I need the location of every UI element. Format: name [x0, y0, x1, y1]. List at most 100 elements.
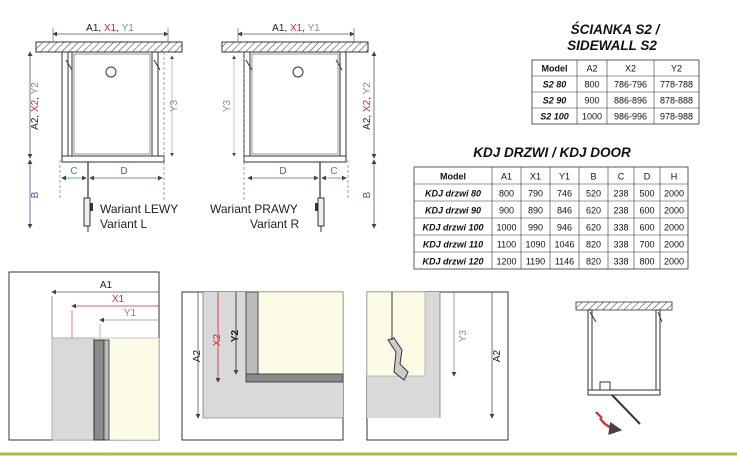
sidewall-cell: 786-796 [614, 80, 647, 90]
c-label-left: C [70, 166, 77, 177]
door-cell: KDJ drzwi 80 [425, 189, 481, 199]
sidewall-cell: 900 [584, 96, 599, 106]
b-label-right: B [362, 191, 373, 198]
sidewall-cell: S2 90 [543, 96, 567, 106]
d-label-left: D [120, 166, 127, 177]
sidewall-header-cell: Y2 [671, 64, 682, 74]
detail3-a2: A2 [492, 349, 503, 362]
door-cell: 338 [613, 240, 628, 250]
door-cell: 1090 [525, 240, 545, 250]
door-cell: 600 [639, 223, 654, 233]
sidewall-cell: 800 [584, 80, 599, 90]
door-cell: 2000 [664, 206, 684, 216]
detail1-y1: Y1 [124, 308, 137, 319]
detail2-x2: X2 [212, 333, 223, 346]
sidewall-cell: 986-996 [614, 112, 647, 122]
top-dims-right: A1, X1, Y1 [272, 23, 320, 34]
door-cell: 800 [639, 257, 654, 267]
door-section: KDJ DRZWI / KDJ DOOR Model A1 X1 Y1 B C D H KDJ … [413, 145, 689, 270]
wall-hatch [35, 41, 183, 53]
door-cell: 2000 [664, 223, 684, 233]
door-header-cell: D [644, 172, 651, 182]
door-cell: KDJ drzwi 100 [422, 223, 483, 233]
variant-left-drawing: A1, X1, Y1 A2, X2, Y2 Y3 B C D [27, 23, 183, 232]
door-title: KDJ DRZWI / KDJ DOOR [473, 145, 631, 160]
door-cell: 1190 [526, 257, 545, 267]
y3-label-left: Y3 [169, 99, 180, 112]
door-header-cell: Y1 [559, 172, 570, 182]
d-label-right: D [279, 166, 286, 177]
detail-y3-a2: Y3 A2 [366, 291, 509, 441]
door-cell: 946 [557, 223, 572, 233]
door-cell: 900 [499, 206, 514, 216]
detail1-x1: X1 [112, 294, 125, 305]
door-cell: 338 [613, 257, 628, 267]
door-table: Model A1 X1 Y1 B C D H KDJ drzwi 80 800 790 746 520 2… [413, 166, 689, 270]
door-cell: 238 [613, 189, 628, 199]
door-header-cell: C [618, 172, 625, 182]
door-cell: 2000 [664, 257, 684, 267]
side-dims-right: A2, X2, Y2 [362, 82, 373, 130]
sidewall-section: ŚCIANKA S2 / SIDEWALL S2 Model A2 X2 Y2 S2 8… [531, 22, 700, 125]
detail-a2-x2-y2: A2 X2 Y2 [181, 291, 344, 441]
sidewall-cell: S2 100 [540, 112, 569, 122]
sidewall-header-cell: A2 [586, 64, 597, 74]
door-cell: 790 [528, 189, 543, 199]
door-cell: 500 [639, 189, 654, 199]
variant-left-caption-1: Wariant LEWY [100, 202, 178, 216]
variant-left-caption-2: Variant L [100, 217, 147, 231]
door-header-cell: B [590, 172, 596, 182]
door-cell: 338 [613, 223, 628, 233]
door-cell: 700 [639, 240, 654, 250]
detail-a1-x1-y1: A1 X1 Y1 [8, 271, 160, 441]
variant-right-drawing: A1, X1, Y1 Y3 A2, X2, Y2 B D C Wariant P… [210, 23, 377, 232]
door-cell: 620 [586, 223, 601, 233]
sidewall-header-cell: X2 [625, 64, 636, 74]
door-cell: 820 [586, 240, 601, 250]
drain-icon [105, 66, 117, 78]
door-header-cell: X1 [530, 172, 541, 182]
door-cell: 990 [528, 223, 543, 233]
sidewall-title-1: ŚCIANKA S2 / [571, 22, 661, 37]
door-cell: 2000 [664, 189, 684, 199]
sidewall-title-2: SIDEWALL S2 [567, 38, 657, 53]
door-cell: 1200 [496, 257, 516, 267]
c-label-right: C [330, 166, 337, 177]
detail2-y2: Y2 [230, 329, 241, 342]
detail1-a1: A1 [100, 280, 113, 291]
door-cell: 600 [639, 206, 654, 216]
y3-label-right: Y3 [222, 99, 233, 112]
sidewall-cell: S2 80 [543, 80, 567, 90]
door-cell: 800 [499, 189, 514, 199]
door-cell: 238 [613, 206, 628, 216]
door-cell: KDJ drzwi 120 [422, 257, 483, 267]
sidewall-table: Model A2 X2 Y2 S2 80 800 786-796 778-788 S2 90 90… [531, 59, 700, 125]
drain-icon [292, 66, 304, 78]
door-cell: 746 [557, 189, 572, 199]
detail2-a2: A2 [192, 349, 203, 362]
door-cell: KDJ drzwi 110 [423, 240, 483, 250]
door-header-cell: H [671, 172, 678, 182]
door-cell: 1100 [497, 240, 516, 250]
top-dims-left: A1, X1, Y1 [86, 23, 134, 34]
detail3-y3: Y3 [458, 329, 469, 342]
door-cell: KDJ drzwi 90 [425, 206, 481, 216]
sidewall-cell: 978-988 [660, 112, 693, 122]
sidewall-header-cell: Model [542, 64, 568, 74]
door-header-cell: A1 [501, 172, 512, 182]
door-swing-sketch [575, 301, 673, 435]
door-cell: 820 [586, 257, 601, 267]
door-cell: 520 [586, 189, 601, 199]
door-cell: 846 [557, 206, 572, 216]
door-cell: 2000 [664, 240, 684, 250]
sidewall-cell: 1000 [582, 112, 602, 122]
door-header-cell: Model [440, 172, 466, 182]
door-cell: 1146 [555, 257, 574, 267]
door-cell: 890 [528, 206, 543, 216]
sidewall-cell: 778-788 [660, 80, 693, 90]
door-cell: 1000 [496, 223, 516, 233]
sidewall-cell: 878-888 [660, 96, 693, 106]
side-dims-left: A2, X2, Y2 [30, 82, 41, 130]
b-label-left: B [30, 191, 41, 198]
